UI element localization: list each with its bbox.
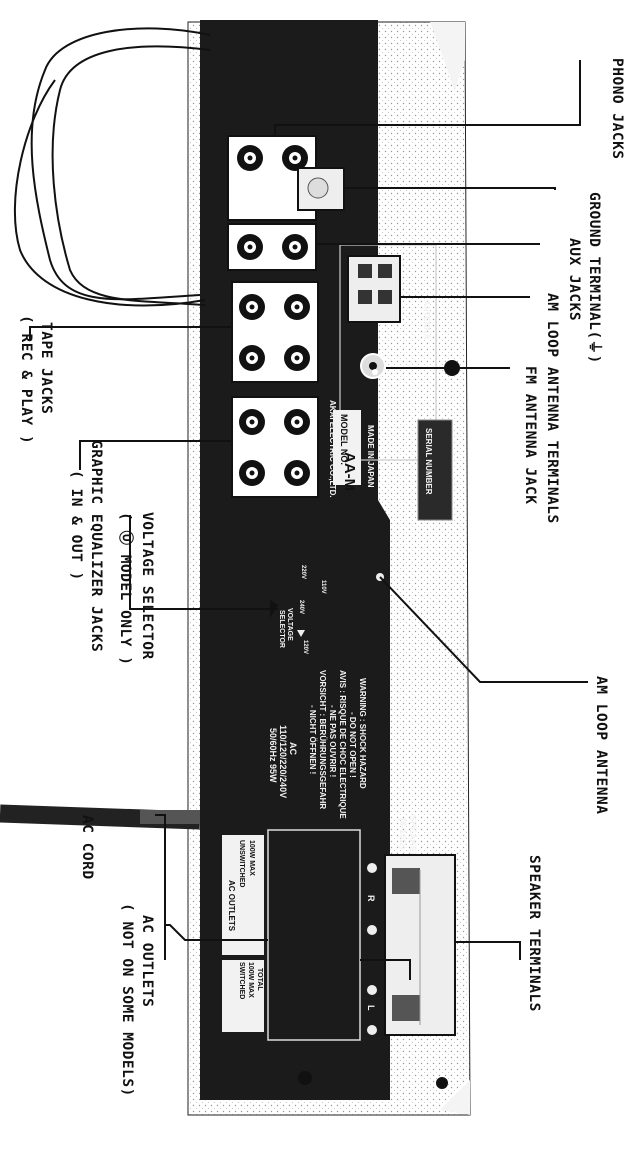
fm-antenna-jack bbox=[360, 353, 386, 379]
outlet-switched-line: TOTAL bbox=[256, 968, 263, 991]
outlet-unswitched-line: 100W MAX bbox=[248, 840, 255, 876]
model-plate: MODEL NO. AA-M AKAI ELECTRIC CO.,LTD. MA… bbox=[328, 400, 375, 498]
speaker-label: SPEAKER (8-16Ω) bbox=[398, 815, 418, 859]
model-name: AA-M bbox=[341, 452, 358, 491]
power-cord-loop bbox=[13, 27, 211, 307]
callout-voltage-selector-note: ( Ⓤ MODEL ONLY ) bbox=[117, 512, 135, 665]
screw-icon bbox=[436, 1077, 448, 1089]
voltage-option: 220V bbox=[300, 565, 306, 579]
callout-voltage-selector: VOLTAGE SELECTOR bbox=[139, 512, 155, 660]
callout-ac-cord: AC CORD bbox=[79, 815, 95, 880]
chassis-bottom-corner bbox=[440, 1080, 470, 1115]
am-loop-antenna-marker bbox=[372, 369, 378, 375]
callout-tape-jacks: TAPE JACKS bbox=[38, 322, 54, 414]
warning-line: - DO NOT OPEN ! bbox=[348, 712, 357, 778]
warning-line: AVIS : RISQUE DE CHOC ELECTRIQUE bbox=[338, 670, 347, 819]
voltage-option: 120V bbox=[302, 640, 308, 654]
ac-rating-line: AC bbox=[288, 742, 298, 755]
callout-ac-outlets: AC OUTLETS bbox=[139, 915, 155, 1007]
model-no-label: MODEL NO. bbox=[339, 414, 349, 465]
am-loop-terminals bbox=[347, 255, 401, 323]
antenna-label: ANTENNA bbox=[422, 300, 431, 339]
warning-line: - NE PAS OUVRIR ! bbox=[328, 705, 337, 777]
made-in-label: MADE IN JAPAN bbox=[366, 425, 375, 488]
outlet-unswitched-line: UNSWITCHED bbox=[238, 840, 245, 887]
ac-rating-line: 110/120/220/240V bbox=[278, 725, 288, 798]
graphic-eq-jacks bbox=[231, 396, 319, 498]
ac-outlets-panel-label: AC OUTLETS bbox=[227, 880, 236, 932]
callout-fm-antenna-jack: FM ANTENNA JACK bbox=[522, 366, 538, 504]
callout-am-loop-antenna: AM LOOP ANTENNA bbox=[593, 676, 609, 814]
voltage-selector-label-2: SELECTOR bbox=[278, 610, 285, 648]
callout-graphic-eq-jacks: GRAPHIC EQUALIZER JACKS bbox=[88, 440, 104, 652]
warning-line: VORSICHT : BERÜHRUNGSGEFAHR bbox=[318, 670, 327, 809]
callout-ac-outlets-note: ( NOT ON SOME MODELS) bbox=[119, 903, 135, 1097]
callout-phono-jacks: PHONO JACKS bbox=[609, 58, 625, 160]
speaker-l-label: L bbox=[366, 1005, 376, 1011]
warning-block: WARNING : SHOCK HAZARD - DO NOT OPEN ! A… bbox=[308, 670, 367, 819]
ac-rating-line: 50/60Hz 95W bbox=[268, 728, 278, 783]
ac-rating: AC 110/120/220/240V 50/60Hz 95W bbox=[268, 725, 298, 798]
callout-am-loop-terminals: AM LOOP ANTENNA TERMINALS bbox=[544, 293, 560, 524]
aux-jacks bbox=[227, 223, 317, 271]
callout-speaker-terminals: SPEAKER TERMINALS bbox=[526, 855, 542, 1012]
speaker-label-line: SPEAKER bbox=[408, 815, 418, 859]
callout-ground-terminal: GROUND TERMINAL(⏚) bbox=[586, 192, 603, 364]
serial-number-plate: SERIAL NUMBER ANTENNA bbox=[417, 300, 453, 521]
voltage-option: 240V bbox=[298, 600, 304, 614]
callout-labels: PHONO JACKS GROUND TERMINAL(⏚) AUX JACKS… bbox=[18, 58, 625, 1097]
speaker-r-label: R bbox=[366, 895, 376, 902]
warning-line: - NICHT ÖFFNEN ! bbox=[308, 705, 317, 774]
ground-terminal bbox=[297, 167, 345, 211]
leader-lines bbox=[29, 60, 588, 980]
speaker-terminals: R L bbox=[366, 854, 456, 1036]
voltage-selector-label-1: VOLTAGE bbox=[286, 608, 293, 641]
ac-cord bbox=[0, 804, 201, 830]
speaker-label-line: (8-16Ω) bbox=[398, 818, 408, 849]
tape-jacks bbox=[231, 281, 319, 383]
callout-tape-jacks-note: ( REC & PLAY ) bbox=[18, 315, 34, 444]
chassis-top-corner bbox=[430, 22, 465, 90]
voltage-selector: VOLTAGE SELECTOR 240V 220V 110V 120V bbox=[278, 565, 326, 654]
ac-outlets: 100W MAX UNSWITCHED TOTAL 100W MAX SWITC… bbox=[222, 829, 361, 1041]
warning-line: WARNING : SHOCK HAZARD bbox=[358, 678, 367, 789]
maker-name: AKAI ELECTRIC CO.,LTD. bbox=[328, 400, 337, 498]
voltage-option: 110V bbox=[320, 580, 326, 594]
callout-graphic-eq-jacks-note: ( IN & OUT ) bbox=[68, 470, 84, 581]
callout-aux-jacks: AUX JACKS bbox=[566, 238, 582, 321]
screw-icon bbox=[298, 1071, 312, 1085]
outlet-switched-line: 100W MAX bbox=[247, 962, 254, 998]
serial-number-label: SERIAL NUMBER bbox=[424, 428, 433, 495]
outlet-switched-line: SWITCHED bbox=[238, 962, 245, 999]
